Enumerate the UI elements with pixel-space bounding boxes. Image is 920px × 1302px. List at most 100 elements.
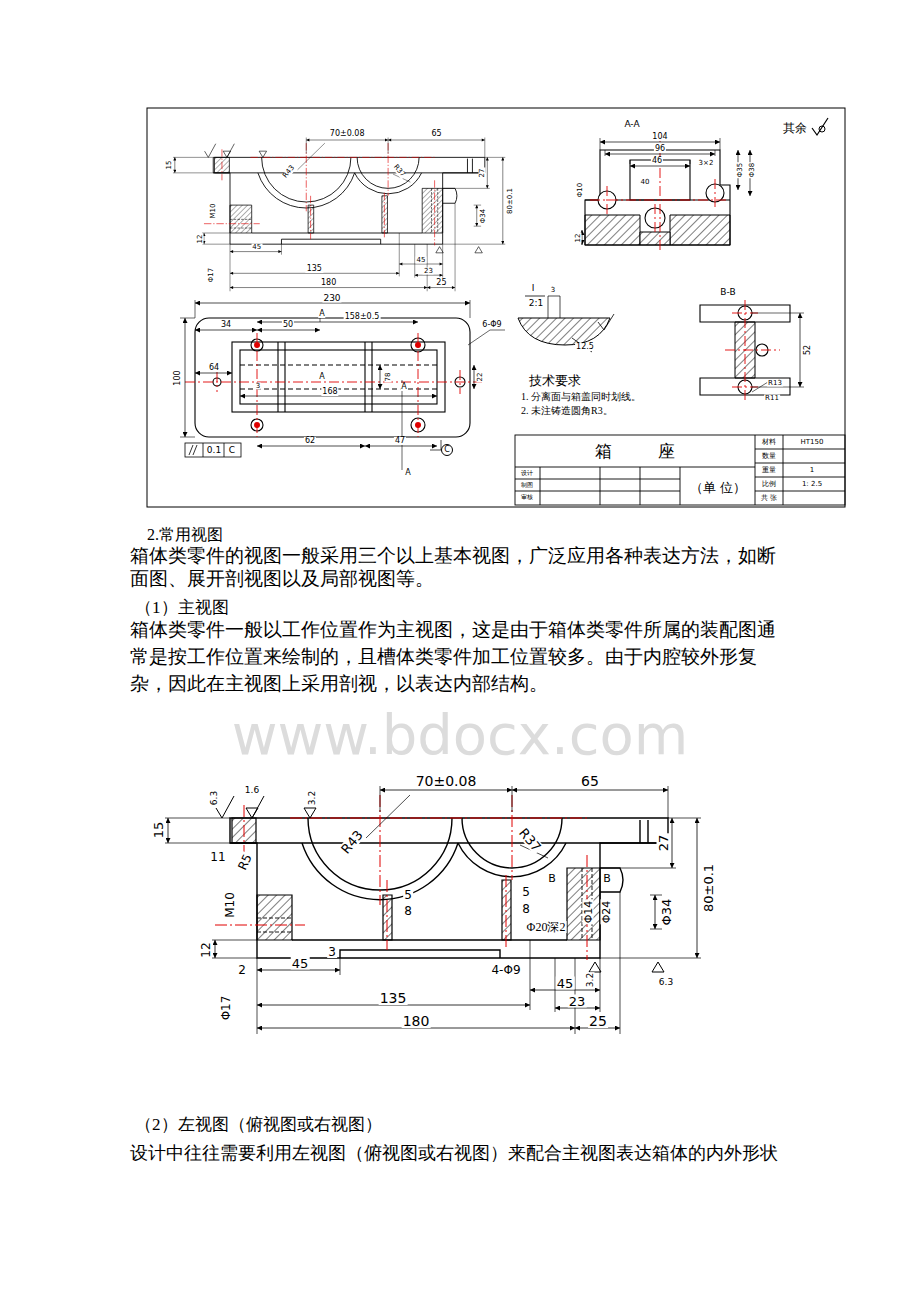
dimension-text: 230 [322, 294, 341, 303]
dimension-text: 80±0.1 [702, 863, 715, 913]
table-cell: （单 位） [689, 481, 746, 494]
dimension-text: 2 [237, 964, 247, 976]
radius-text: R43 [281, 164, 297, 181]
dimension-text: 50 [282, 321, 294, 329]
body-paragraph: 箱体类零件的视图一般采用三个以上基本视图，广泛应用各种表达方法，如断面图、展开剖… [130, 545, 792, 591]
view-name: B-B [719, 288, 736, 297]
dimension-text: 3 [255, 383, 261, 390]
table-cell: 制图 [520, 482, 534, 488]
dimension-text: 45 [416, 256, 427, 263]
hole-callout: 4-Φ9 [490, 964, 521, 976]
radius-text: R37 [516, 825, 544, 854]
section-mark: A [400, 383, 407, 391]
datum-letter: C [228, 446, 236, 455]
roughness-text: 3.2 [308, 790, 317, 806]
roughness-text: 12.5 [575, 343, 595, 351]
dimension-text: 45 [291, 957, 310, 970]
dimension-text: 27 [478, 167, 485, 178]
dimension-text: Φ17 [207, 267, 214, 283]
thread-text: M10 [210, 203, 217, 220]
dimension-text: 45 [251, 244, 262, 251]
dimension-text: 22 [477, 372, 484, 383]
section-mark: A [404, 469, 411, 477]
radius-text: R43 [338, 827, 366, 856]
notes-heading: 技术要求 [528, 374, 582, 387]
dimension-text: 3×2 [698, 160, 715, 167]
dimension-text: 25 [435, 279, 447, 287]
dimension-text: 65 [580, 774, 600, 788]
table-cell: 材料 [761, 439, 777, 446]
dimension-text: Φ38 [749, 162, 756, 178]
table-cell: 重量 [761, 467, 777, 474]
dimension-text: 70±0.08 [415, 774, 478, 788]
dimension-text: 180 [320, 279, 337, 287]
dimension-text: Φ34 [660, 898, 673, 927]
section-mark: B [547, 873, 557, 884]
dimension-text: 168 [321, 388, 338, 396]
dimension-text: 135 [379, 991, 408, 1005]
dimension-text: 15 [152, 821, 165, 840]
body-paragraph: 设计中往往需要利用左视图（俯视图或右视图）来配合主视图表达箱体的内外形状 [130, 1142, 778, 1165]
dimension-text: 34 [220, 321, 232, 329]
dimension-text: 5 [403, 889, 413, 901]
dimension-text: 23 [568, 995, 587, 1008]
hole-callout: Φ20深2 [526, 921, 567, 933]
dimension-text: 40 [640, 179, 651, 186]
section-heading: 2.常用视图 [147, 524, 223, 545]
table-cell: 1 [809, 467, 815, 474]
dimension-text: 100 [174, 369, 182, 386]
table-cell: 比例 [761, 481, 777, 488]
dimension-text: 23 [423, 267, 434, 274]
dimension-text: 135 [306, 265, 323, 273]
dimension-text: 180 [402, 1014, 431, 1028]
dimension-text: 46 [651, 157, 663, 165]
body-paragraph: 箱体类零件一般以工作位置作为主视图，这是由于箱体类零件所属的装配图通常是按工作位… [130, 617, 792, 698]
radius-text: R13 [767, 380, 783, 387]
dimension-text: 104 [651, 133, 668, 141]
hole-callout: 6-Φ9 [481, 321, 502, 329]
table-cell: 1: 2.5 [801, 481, 823, 488]
dimension-text: 12 [575, 233, 582, 244]
table-cell: 设计 [520, 470, 534, 476]
dimension-text: 8 [521, 903, 531, 915]
dimension-text: Φ34 [480, 207, 487, 223]
thread-text: M10 [224, 891, 236, 919]
dimension-text: 27 [657, 834, 670, 853]
note-line: 2. 未注铸造圆角R3。 [521, 404, 613, 417]
dimension-text: 96 [654, 145, 666, 153]
dimension-text: 52 [804, 344, 812, 356]
watermark: www.bdocx.com [231, 707, 690, 763]
dimension-text: 3 [327, 946, 337, 958]
dimension-text: 25 [588, 1014, 608, 1028]
dimension-text: Φ10 [577, 182, 584, 198]
scale-text: 2:1 [528, 299, 544, 308]
dimension-text: 15 [165, 159, 172, 170]
dimension-text: 11 [209, 851, 226, 863]
dimension-text: Φ17 [220, 995, 232, 1022]
dimension-text: Φ24 [601, 900, 612, 925]
dimension-text: 70±0.08 [329, 130, 366, 138]
table-cell: 共 张 [760, 495, 778, 502]
dimension-text: 65 [430, 130, 442, 138]
dimension-text: 45 [556, 977, 575, 990]
section-mark: A [318, 310, 325, 318]
roughness-text: 6.3 [210, 790, 219, 806]
dimension-text: 80±0.1 [506, 187, 513, 215]
dimension-text: 78 [385, 372, 392, 383]
datum-letter: C [441, 444, 453, 456]
roughness-text: 1.6 [244, 786, 260, 795]
subsection-heading: （2）左视图（俯视图或右视图） [135, 1114, 382, 1136]
note-line: 1. 分离面与箱盖同时划线。 [521, 390, 641, 403]
radius-text: R5 [236, 851, 254, 872]
view-name: A-A [623, 120, 640, 129]
roughness-note: 其余 [782, 122, 808, 134]
dimension-text: 158±0.5 [344, 313, 381, 321]
dimension-text: Φ14 [583, 900, 594, 925]
radius-text: R37 [392, 163, 408, 180]
dimension-text: 8 [403, 905, 413, 917]
tolerance-value: 0.1 [206, 446, 222, 455]
table-cell: HT150 [800, 439, 825, 446]
dimension-text: Φ35 [737, 162, 744, 178]
roughness-text: 3.2 [586, 972, 595, 988]
